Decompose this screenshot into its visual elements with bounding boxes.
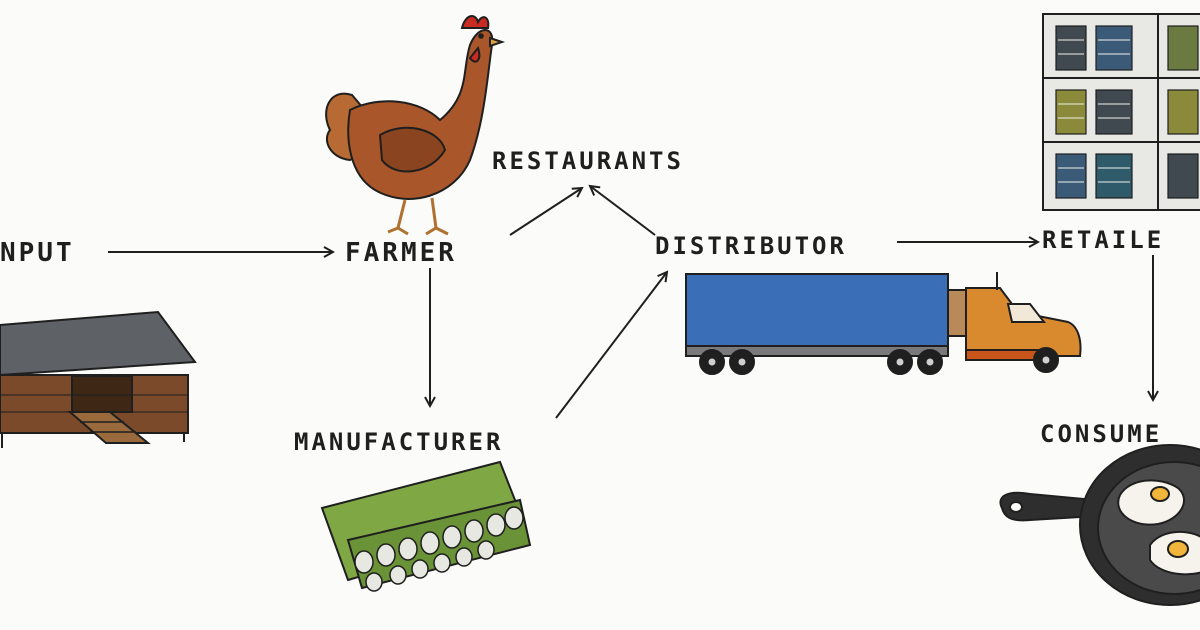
arrow-farmer-to-restaurants <box>509 188 582 236</box>
store-shelf-illustration <box>1042 13 1200 211</box>
node-label-manufacturer: MANUFACTURER <box>294 428 504 456</box>
frying-pan-illustration <box>999 444 1200 606</box>
node-label-farmer: FARMER <box>345 238 457 268</box>
barn-illustration <box>0 310 197 448</box>
hen-illustration <box>325 15 506 236</box>
node-label-input: NPUT <box>0 238 75 268</box>
truck-illustration <box>685 272 1082 375</box>
arrow-distributor-to-restaurants <box>590 186 656 236</box>
egg-carton-illustration <box>320 460 532 592</box>
node-label-distributor: DISTRIBUTOR <box>655 232 847 260</box>
arrows <box>108 186 1153 419</box>
node-label-retailer: RETAILE <box>1042 226 1165 254</box>
arrow-manufacturer-to-distributor <box>555 272 667 419</box>
node-label-consumer: CONSUME <box>1040 420 1163 448</box>
node-label-restaurants: RESTAURANTS <box>492 147 684 175</box>
